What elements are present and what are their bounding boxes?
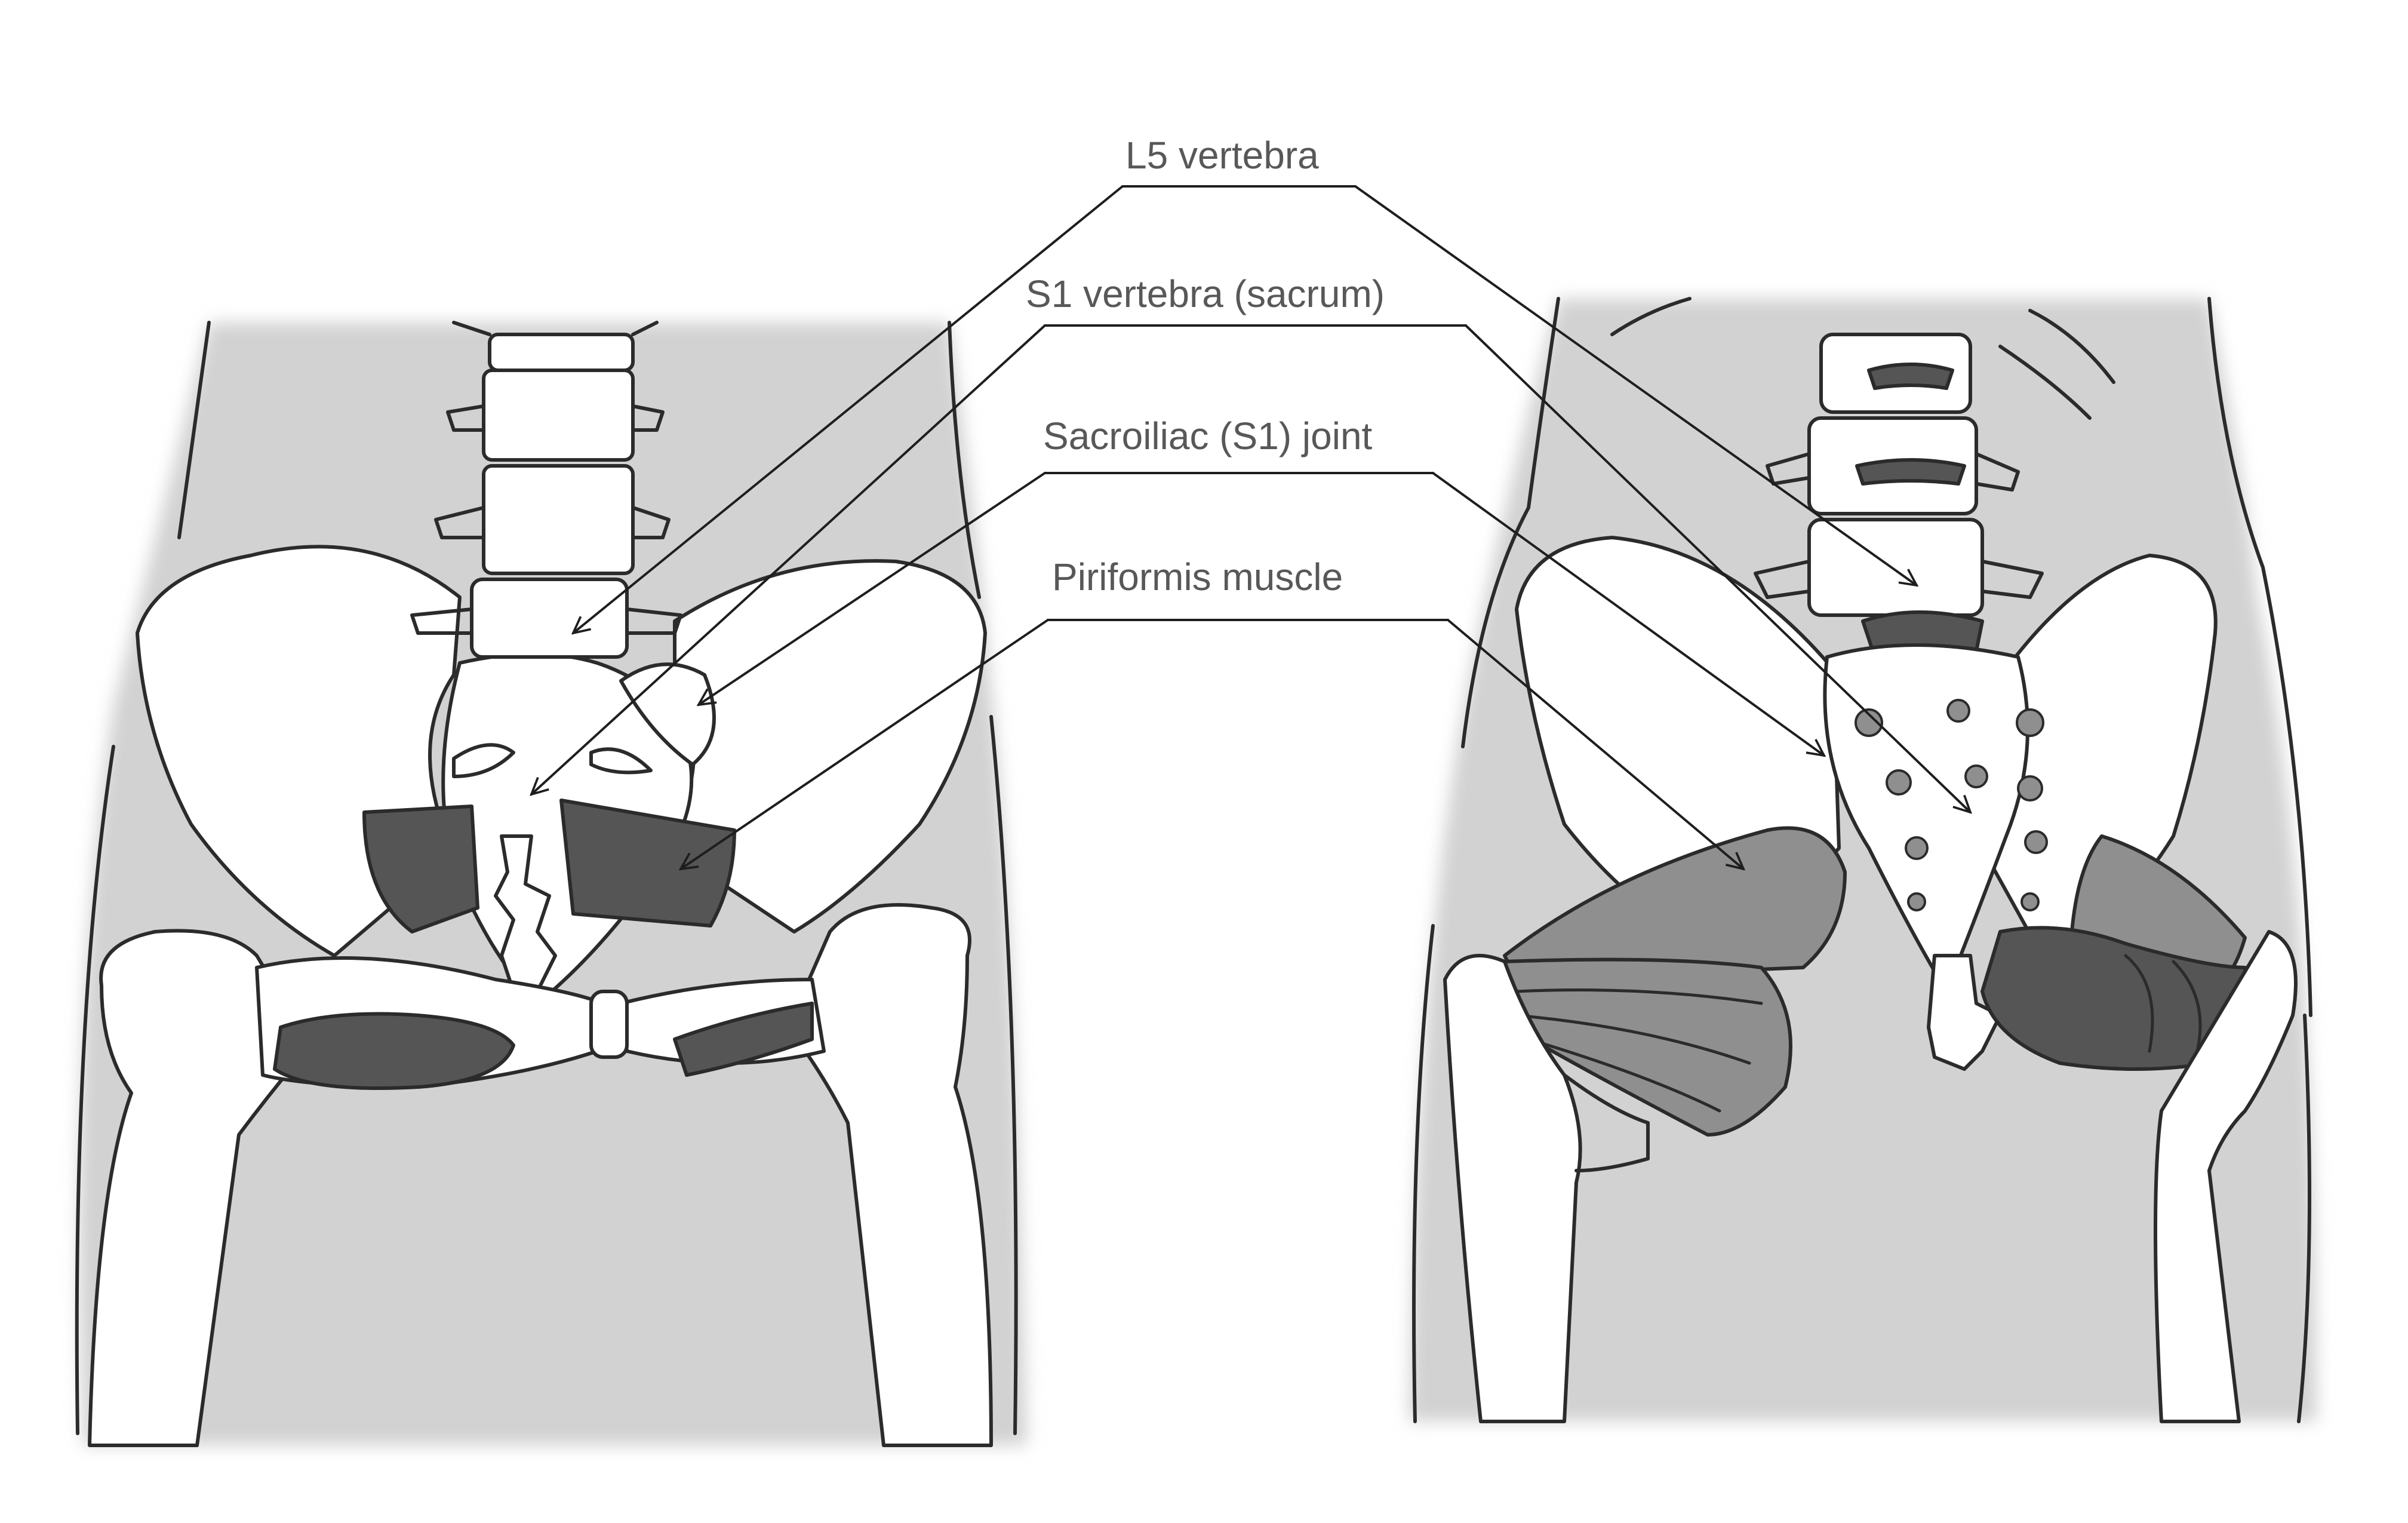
left-femur bbox=[88, 929, 312, 1447]
anterior-pelvis-view bbox=[75, 321, 1028, 1447]
l5-leader-right bbox=[1354, 185, 1917, 585]
vertebra-l4 bbox=[482, 369, 635, 462]
s1-leader-left bbox=[531, 324, 1046, 794]
right-femur bbox=[786, 903, 993, 1447]
right-obturator-foramen bbox=[673, 1002, 814, 1077]
vertebra-l3 bbox=[488, 333, 635, 372]
posterior-l5-disc bbox=[1855, 458, 1966, 486]
posterior-pelvis-view bbox=[1409, 297, 2317, 1423]
vertebra-l5 bbox=[470, 578, 629, 659]
posterior-vertebra-l5 bbox=[1807, 518, 1984, 617]
left-gluteal-muscle bbox=[1503, 957, 1792, 1137]
left-obturator-foramen bbox=[273, 1012, 515, 1090]
posterior-l4-disc bbox=[1867, 363, 1954, 390]
label-s1-vertebra: S1 vertebra (sacrum) bbox=[1026, 272, 1385, 315]
left-sacral-fill bbox=[362, 805, 479, 934]
label-piriformis-muscle: Piriformis muscle bbox=[1052, 555, 1343, 598]
label-sacroiliac-joint: Sacroiliac (S1) joint bbox=[1043, 414, 1373, 457]
si-leader-right bbox=[1432, 472, 1824, 756]
posterior-left-femur bbox=[1443, 954, 1582, 1423]
label-l5-vertebra: L5 vertebra bbox=[1125, 134, 1319, 177]
piriformis-leader-left bbox=[681, 619, 1049, 869]
right-sacral-fill bbox=[559, 799, 736, 928]
s1-leader-right bbox=[1465, 324, 1970, 812]
vertebra-l4b bbox=[482, 464, 635, 575]
piriformis-leader-right bbox=[1447, 619, 1743, 869]
si-leader-left bbox=[699, 472, 1046, 705]
leader-lines bbox=[531, 185, 1970, 869]
posterior-right-femur bbox=[2154, 930, 2298, 1423]
